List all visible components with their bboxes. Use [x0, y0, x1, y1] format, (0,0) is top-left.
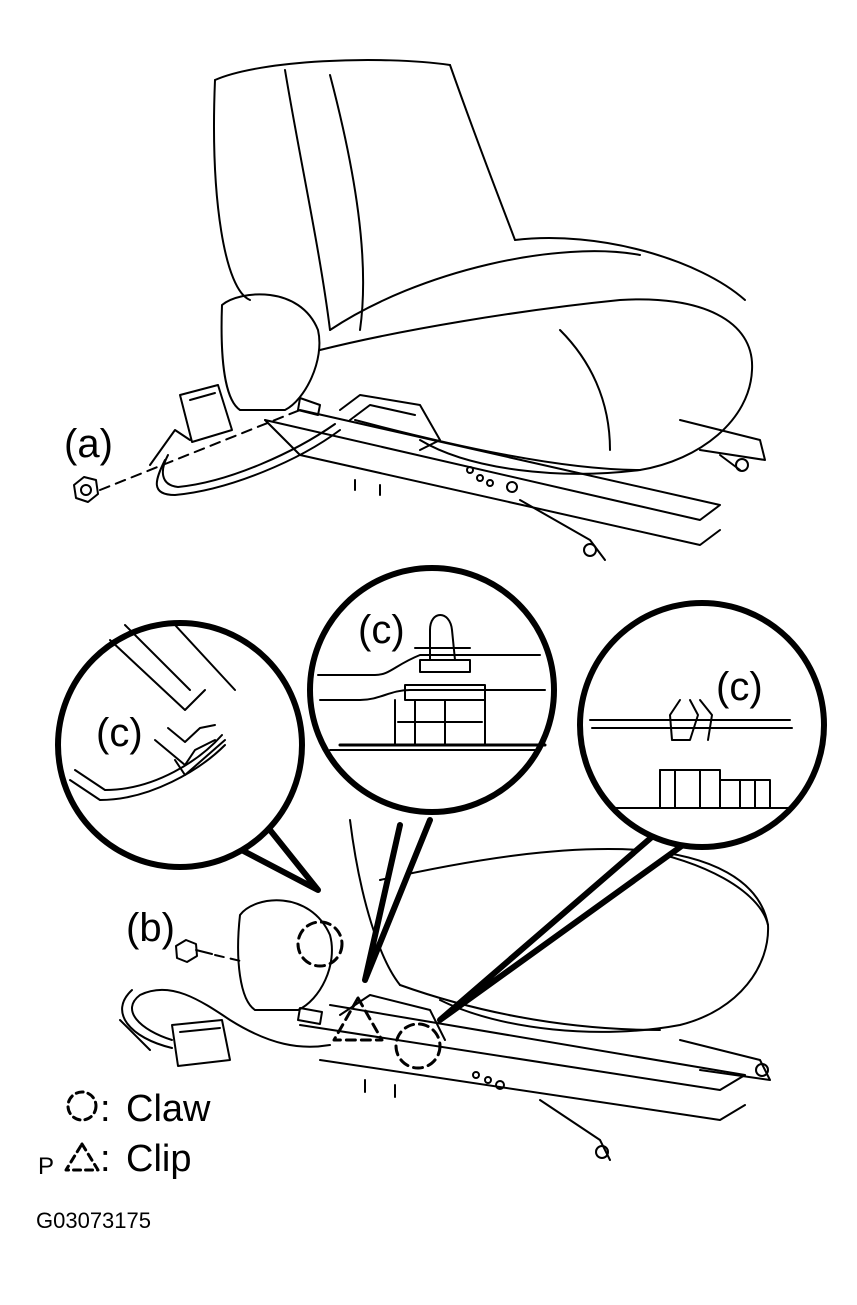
legend-claw-symbol [66, 1090, 98, 1122]
legend-claw-sep: : [100, 1088, 111, 1130]
legend-clip-prefix: P [38, 1153, 55, 1180]
detail-circle-clip-2 [437, 600, 827, 1023]
bolt-b [175, 939, 246, 963]
seat-bottom-illustration [237, 819, 771, 1161]
callout-c-right: (c) [716, 665, 763, 709]
legend-clip-sep: : [100, 1138, 111, 1180]
callout-c-middle: (c) [358, 608, 405, 652]
clip-marker [332, 996, 384, 1042]
legend-claw-label: Claw [126, 1088, 211, 1130]
nut-a [73, 409, 301, 503]
legend-clip-symbol [64, 1142, 100, 1172]
seat-top-illustration [213, 59, 766, 561]
claw-marker-2 [394, 1022, 442, 1070]
callout-a: (a) [64, 422, 113, 466]
claw-marker [296, 920, 344, 968]
seat-belt-buckle-b [119, 988, 331, 1067]
detail-circle-claw [55, 620, 321, 893]
seat-belt-buckle-a [149, 384, 341, 496]
legend-clip-label: Clip [126, 1138, 192, 1180]
callout-b: (b) [126, 906, 175, 950]
figure-code: G03073175 [36, 1208, 151, 1233]
detail-circle-clip [307, 565, 557, 983]
callout-c-left: (c) [96, 711, 143, 755]
